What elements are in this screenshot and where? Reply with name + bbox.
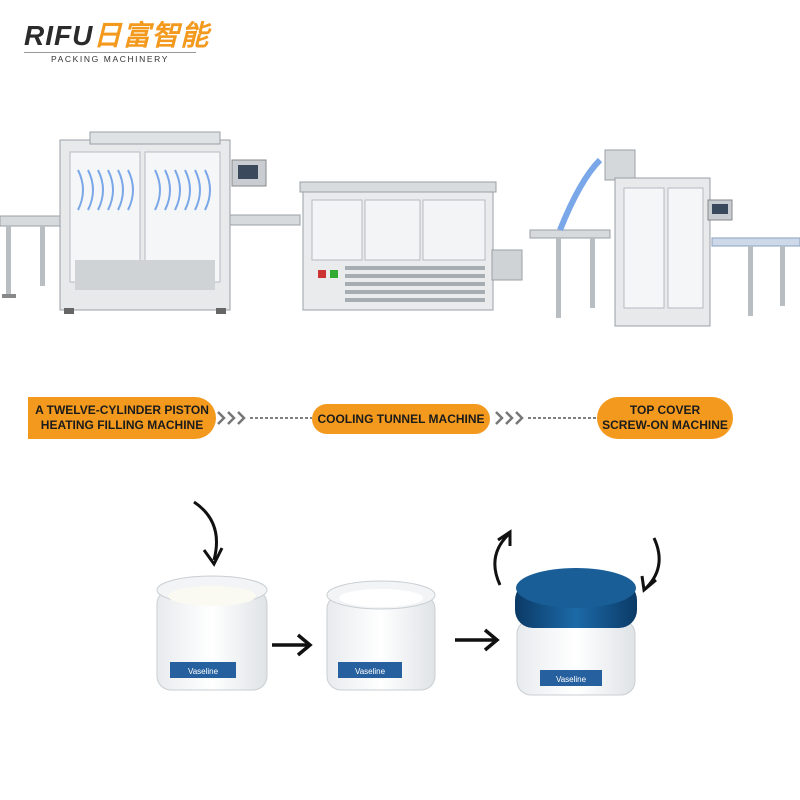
step-filling-line1: A TWELVE-CYLINDER PISTON (35, 403, 209, 417)
jar-2-label: Vaseline (355, 667, 386, 676)
jar-sequence: Vaseline Vaseline Vaseline (156, 500, 661, 696)
curved-arrow-head (202, 547, 224, 567)
curved-arrow-icon (193, 500, 218, 561)
jar-3-label: Vaseline (556, 675, 587, 684)
step-cooling-tunnel: COOLING TUNNEL MACHINE (312, 404, 490, 434)
curved-arrow-icon (493, 529, 512, 586)
arrow-right-icon (272, 633, 313, 657)
curved-arrow-icon (640, 537, 661, 593)
triple-chevron-right-icon (217, 411, 246, 425)
production-line-illustration (0, 131, 800, 327)
jar-capped (515, 568, 637, 696)
step-filling-line2: HEATING FILLING MACHINE (40, 418, 204, 432)
step-cooling-line1: COOLING TUNNEL MACHINE (317, 411, 485, 426)
brand-logo: RIFU日富智能 PACKING MACHINERY (24, 20, 208, 64)
jar-open-cream (326, 580, 436, 691)
filling-machine (59, 131, 301, 314)
jar-open-liquid (156, 575, 268, 691)
logo-wordmark: RIFU日富智能 (24, 20, 208, 51)
logo-cjk: 日富智能 (93, 20, 210, 51)
step-capping-line2: SCREW-ON MACHINE (602, 418, 728, 432)
connector-1 (217, 411, 312, 425)
cooling-tunnel (299, 181, 523, 311)
jar-1-label: Vaseline (188, 667, 219, 676)
step-capping-machine: TOP COVER SCREW-ON MACHINE (597, 397, 733, 439)
logo-latin: RIFU (24, 20, 94, 51)
capping-machine (529, 149, 800, 327)
connector-2 (495, 411, 596, 425)
step-filling-machine: A TWELVE-CYLINDER PISTON HEATING FILLING… (28, 397, 216, 439)
triple-chevron-right-icon (495, 411, 524, 425)
logo-tagline: PACKING MACHINERY (24, 52, 196, 64)
step-capping-line1: TOP COVER (629, 403, 701, 417)
arrow-right-icon (455, 628, 500, 652)
